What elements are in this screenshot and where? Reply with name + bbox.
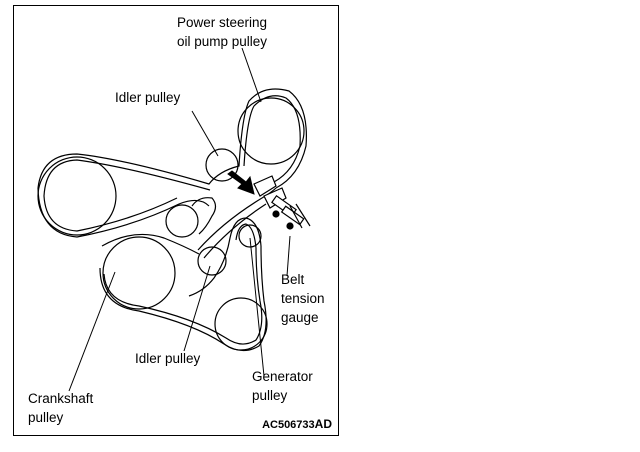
label-crankshaft-pulley: Crankshaft pulley xyxy=(28,391,94,425)
crankshaft-large-pulley xyxy=(37,156,117,236)
belt-routing-diagram xyxy=(37,47,311,392)
generator-pulley xyxy=(238,224,262,248)
belt-crank-loop xyxy=(99,217,267,352)
belt-diagonal xyxy=(197,187,277,259)
tensioner-pulley xyxy=(165,204,199,238)
leader-power-steering xyxy=(241,47,262,103)
leader-belt-tension xyxy=(286,235,291,277)
belt-left-lower-inner xyxy=(43,195,178,232)
crankshaft-pulley xyxy=(102,236,176,310)
belt-upper-inner xyxy=(43,95,301,197)
leader-idler-top xyxy=(191,110,219,157)
leader-generator xyxy=(249,237,265,377)
idler-pulley-bottom xyxy=(197,246,227,276)
belt-tension-gauge xyxy=(253,175,311,230)
figure-code: AC506733AD xyxy=(262,417,332,431)
belt-left-lower xyxy=(37,187,210,238)
label-power-steering: Power steering oil pump pulley xyxy=(177,15,268,49)
label-idler-pulley-top: Idler pulley xyxy=(115,90,181,105)
belt-crank-loop-inner xyxy=(103,223,263,345)
label-belt-tension-gauge: Belt tension gauge xyxy=(281,272,325,325)
power-steering-pulley xyxy=(237,97,305,165)
arrow-indicator xyxy=(227,170,255,195)
idler-pulley-top xyxy=(205,148,239,182)
belt-upper xyxy=(37,88,307,189)
leader-crankshaft xyxy=(68,271,116,392)
label-idler-pulley-bottom: Idler pulley xyxy=(135,351,201,366)
diagram-frame: Power steering oil pump pulley Idler pul… xyxy=(13,5,339,436)
label-generator-pulley: Generator pulley xyxy=(252,369,313,403)
tensioner-bracket xyxy=(191,197,217,235)
leader-idler-bottom xyxy=(183,265,211,352)
